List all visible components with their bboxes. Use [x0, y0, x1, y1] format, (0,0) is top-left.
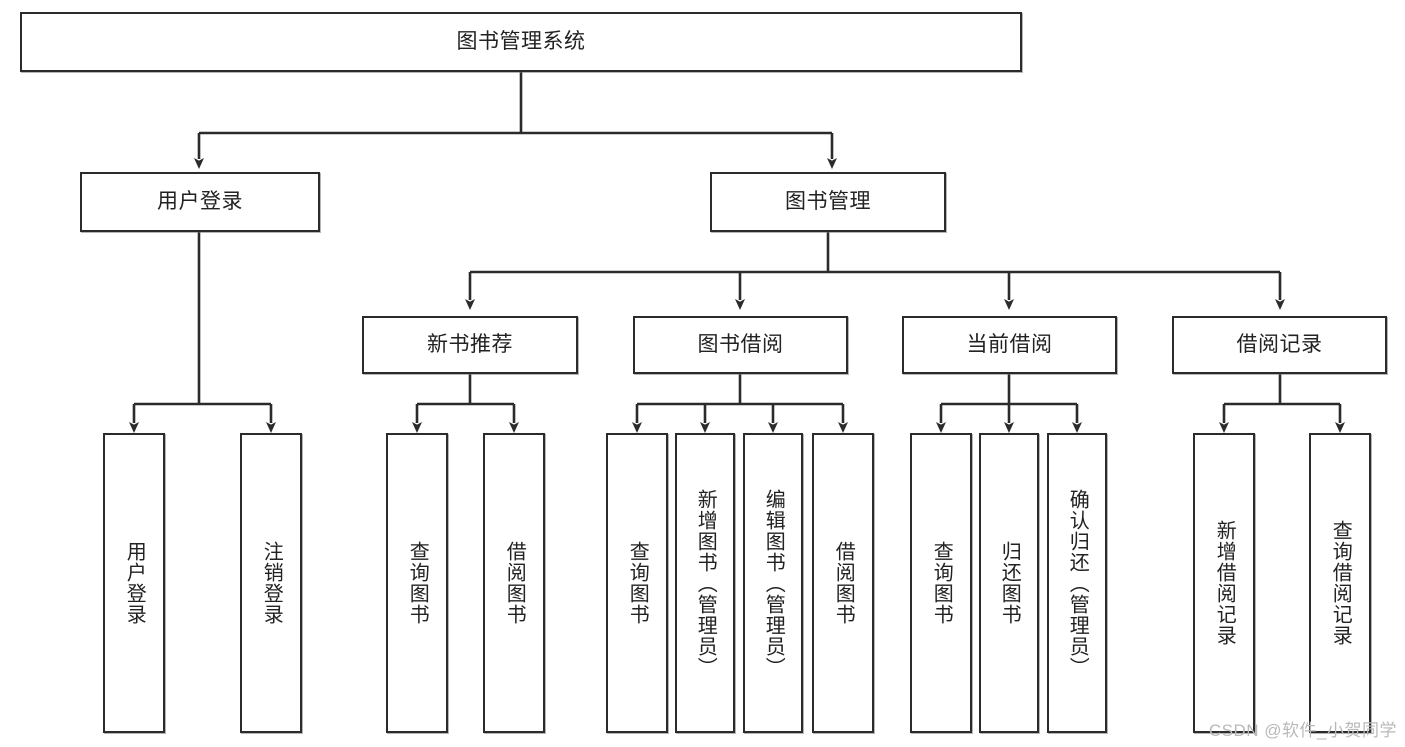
node-label: 归还图书 — [998, 541, 1021, 625]
node-leaf-query-borrow-record[interactable]: 查询借阅记录 — [1309, 433, 1371, 733]
node-label: 编辑图书（管理员） — [762, 488, 785, 678]
node-book-management-module[interactable]: 图书管理 — [710, 172, 946, 232]
node-label: 确认归还（管理员） — [1066, 488, 1089, 678]
node-label: 当前借阅 — [966, 333, 1053, 357]
node-leaf-user-login[interactable]: 用户登录 — [103, 433, 165, 733]
node-leaf-add-borrow-record[interactable]: 新增借阅记录 — [1193, 433, 1255, 733]
node-label: 借阅图书 — [503, 541, 526, 625]
node-current-borrow[interactable]: 当前借阅 — [902, 316, 1117, 374]
node-label: 注销登录 — [260, 541, 283, 625]
node-leaf-logout[interactable]: 注销登录 — [240, 433, 302, 733]
node-label: 新书推荐 — [427, 333, 513, 357]
node-leaf-return-book[interactable]: 归还图书 — [979, 433, 1039, 733]
node-label: 新增图书（管理员） — [694, 488, 717, 678]
csdn-watermark: CSDN @软件_小贺同学 — [1208, 721, 1397, 740]
node-leaf-add-book-admin[interactable]: 新增图书（管理员） — [675, 433, 735, 733]
node-book-borrow[interactable]: 图书借阅 — [633, 316, 848, 374]
node-leaf-borrow-book[interactable]: 借阅图书 — [812, 433, 874, 733]
node-user-login-module[interactable]: 用户登录 — [80, 172, 320, 232]
node-label: 借阅记录 — [1236, 333, 1323, 357]
node-label: 新增借阅记录 — [1213, 520, 1236, 646]
node-leaf-query-book-current[interactable]: 查询图书 — [910, 433, 972, 733]
node-new-book-recommend[interactable]: 新书推荐 — [362, 316, 578, 374]
node-label: 查询借阅记录 — [1329, 520, 1352, 646]
node-label: 查询图书 — [406, 541, 429, 625]
node-label: 用户登录 — [157, 190, 243, 214]
node-leaf-borrow-book-recommend[interactable]: 借阅图书 — [483, 433, 545, 733]
node-leaf-query-book-recommend[interactable]: 查询图书 — [386, 433, 448, 733]
node-borrow-record[interactable]: 借阅记录 — [1172, 316, 1387, 374]
node-label: 图书管理 — [785, 190, 871, 214]
node-root-system[interactable]: 图书管理系统 — [20, 12, 1022, 72]
node-leaf-edit-book-admin[interactable]: 编辑图书（管理员） — [743, 433, 803, 733]
node-label: 查询图书 — [626, 541, 649, 625]
node-leaf-query-book-borrow[interactable]: 查询图书 — [606, 433, 668, 733]
node-label: 用户登录 — [123, 541, 146, 625]
node-leaf-confirm-return-admin[interactable]: 确认归还（管理员） — [1047, 433, 1107, 733]
node-label: 图书管理系统 — [456, 30, 586, 54]
node-label: 借阅图书 — [832, 541, 855, 625]
node-label: 图书借阅 — [697, 333, 784, 357]
node-label: 查询图书 — [930, 541, 953, 625]
